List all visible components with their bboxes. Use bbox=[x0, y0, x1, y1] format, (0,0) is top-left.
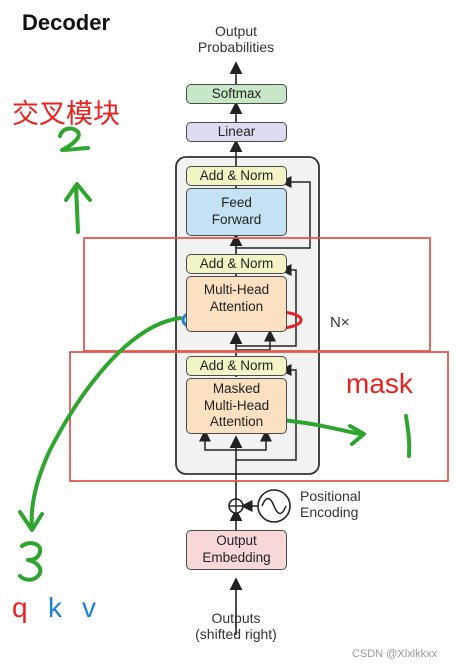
positional-encoding-label: Positional Encoding bbox=[300, 488, 361, 521]
outputs-label: Outputs (shifted right) bbox=[195, 610, 277, 643]
q-annotation: q bbox=[12, 592, 28, 623]
masked-multi-head-attention-block: Masked Multi-Head Attention bbox=[186, 378, 287, 434]
watermark: CSDN @Xlxlkkxx bbox=[352, 648, 438, 660]
mask-annotation: mask bbox=[346, 368, 413, 399]
nx-label: N× bbox=[330, 314, 350, 331]
output-probabilities-label: Output Probabilities bbox=[197, 23, 275, 56]
softmax-block: Softmax bbox=[186, 84, 287, 104]
linear-block: Linear bbox=[186, 122, 287, 142]
v-annotation: v bbox=[82, 592, 96, 623]
k-annotation: k bbox=[48, 592, 62, 623]
add-norm-top-block: Add & Norm bbox=[186, 166, 287, 186]
add-norm-mid-block: Add & Norm bbox=[186, 254, 287, 274]
multi-head-attention-block: Multi-Head Attention bbox=[186, 276, 287, 332]
cross-module-annotation: 交叉模块 bbox=[12, 99, 120, 130]
add-norm-bottom-block: Add & Norm bbox=[186, 356, 287, 376]
output-embedding-block: Output Embedding bbox=[186, 530, 287, 570]
page-title: Decoder bbox=[22, 10, 111, 35]
cross-module-box bbox=[83, 237, 431, 352]
feed-forward-block: Feed Forward bbox=[186, 188, 287, 236]
